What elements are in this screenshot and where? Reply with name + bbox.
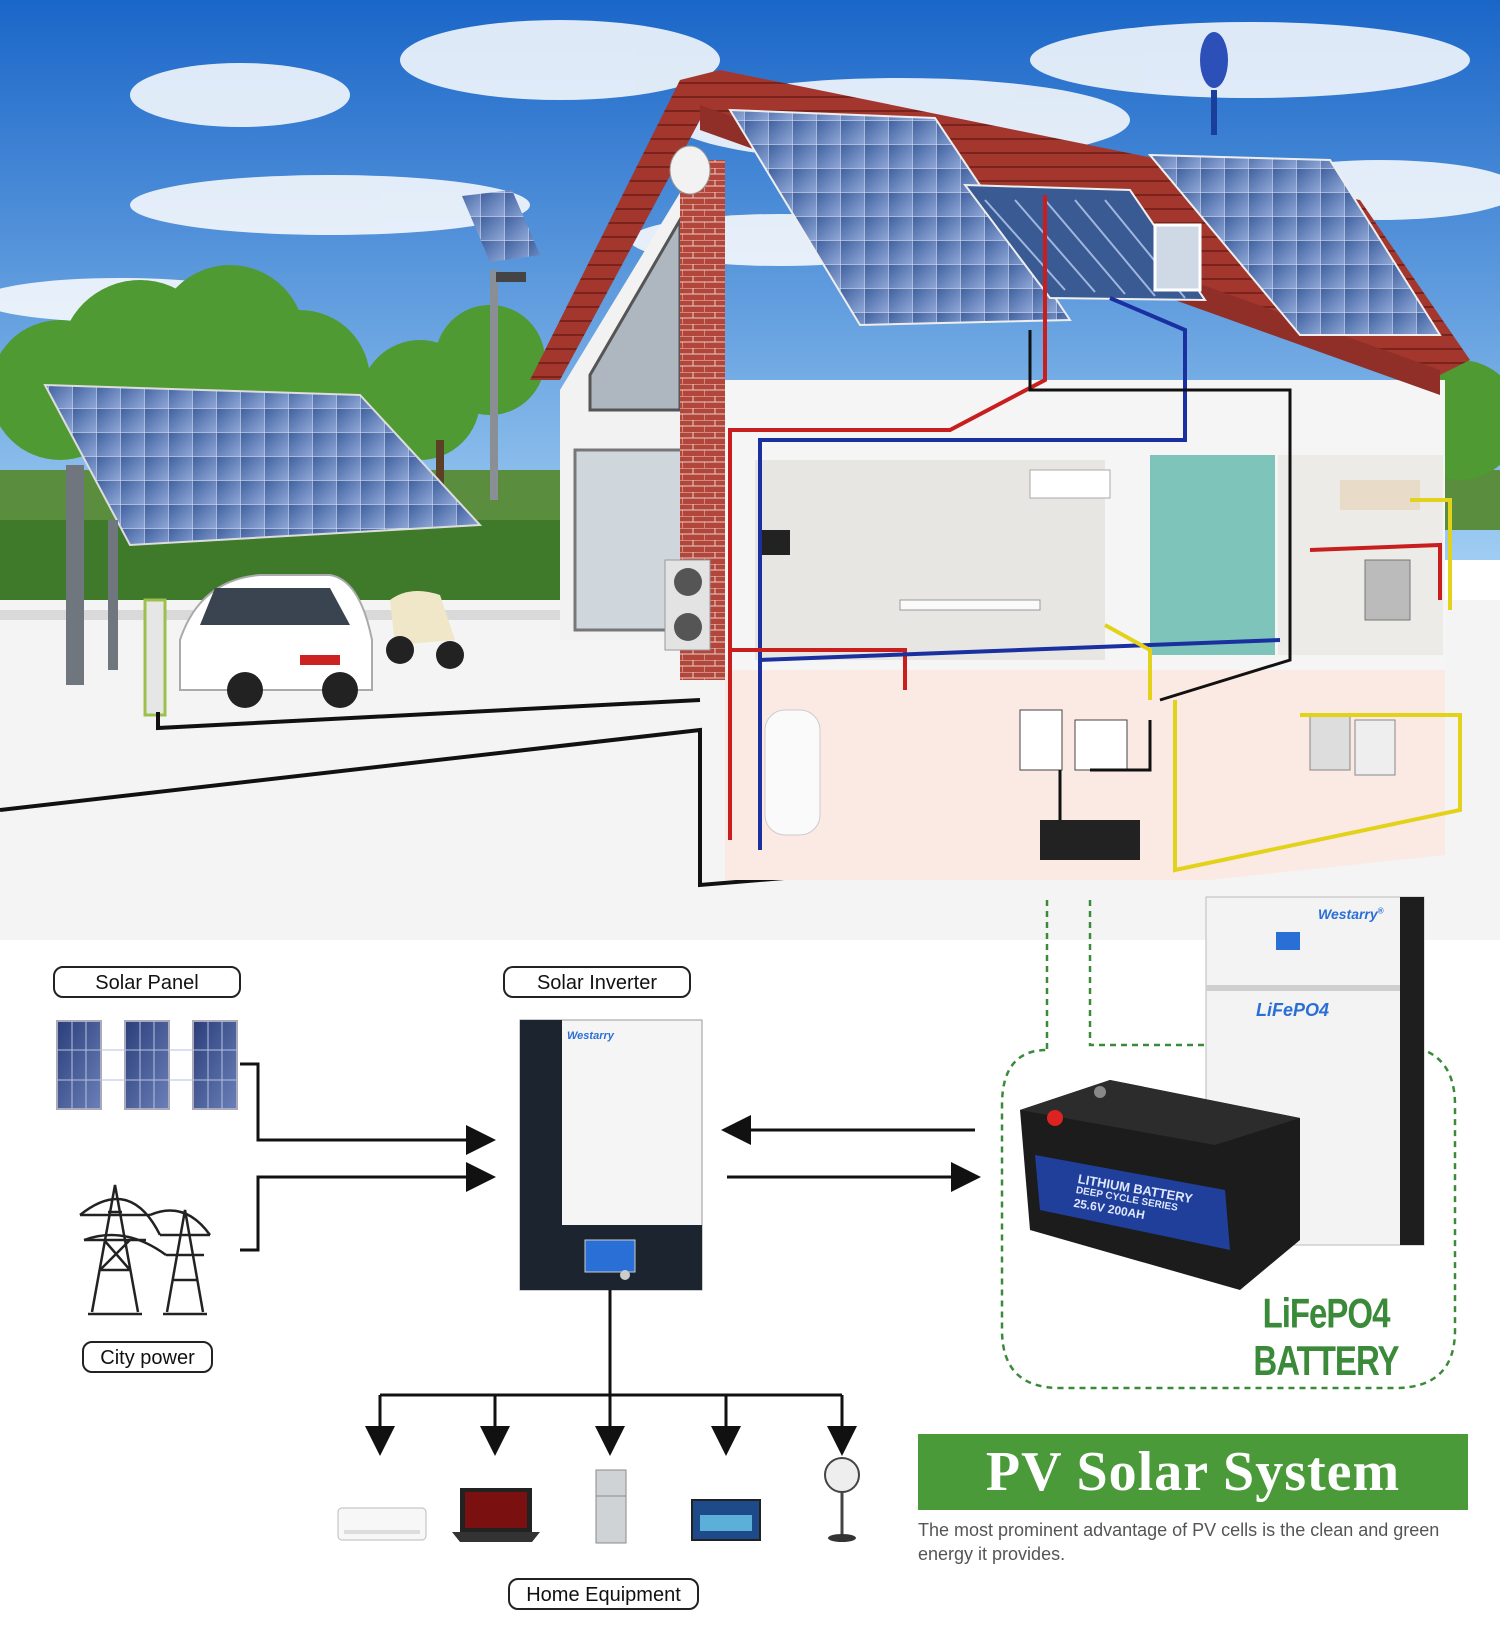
roof-solar-panel-left: [728, 108, 1072, 327]
page-description: The most prominent advantage of PV cells…: [918, 1520, 1440, 1564]
wall-battery-brand: Westarry®: [1318, 906, 1384, 922]
battery-caption: LiFePO4 BATTERY: [1253, 1290, 1399, 1384]
inverter-brand: Westarry: [567, 1030, 614, 1042]
scooter: [386, 591, 464, 669]
house-scene-illustration: [0, 0, 1500, 940]
solar-street-light: [462, 190, 540, 500]
satellite-dish: [669, 145, 711, 195]
basement-battery: [1040, 820, 1140, 860]
solar-panel-label: Solar Panel: [53, 966, 241, 998]
wall-battery: [1205, 896, 1425, 1246]
water-tank: [764, 709, 821, 836]
fan-icon: [824, 1457, 860, 1542]
solar-inverter-device: [519, 1019, 703, 1291]
solar-thermal-collector: [962, 183, 1207, 302]
home-equipment-label: Home Equipment: [508, 1578, 699, 1610]
refrigerator-icon: [595, 1469, 627, 1544]
wall-battery-label: LiFePO4: [1256, 1000, 1330, 1020]
electric-car: [179, 574, 373, 708]
basement: [725, 670, 1445, 880]
solar-inverter-label: Solar Inverter: [503, 966, 691, 998]
transmission-tower-icon: [79, 1184, 212, 1316]
air-conditioner-icon: [337, 1507, 427, 1541]
house: [530, 32, 1470, 680]
basement-inverter: [1019, 709, 1063, 771]
television-icon: [691, 1499, 761, 1541]
bathroom: [1150, 455, 1275, 655]
page-title: PV Solar System: [918, 1434, 1468, 1510]
solar-panel-icon: [56, 1020, 238, 1110]
basement-distribution-box: [1074, 719, 1128, 771]
battery-module-text: LITHIUM BATTERY DEEP CYCLE SERIES 25.6V …: [1073, 1171, 1194, 1229]
city-power-label: City power: [82, 1341, 213, 1373]
roof-solar-panel-right: [1147, 153, 1442, 336]
wind-turbine: [1200, 32, 1228, 135]
carport-solar-canopy: [43, 383, 483, 685]
laptop-icon: [452, 1488, 540, 1542]
